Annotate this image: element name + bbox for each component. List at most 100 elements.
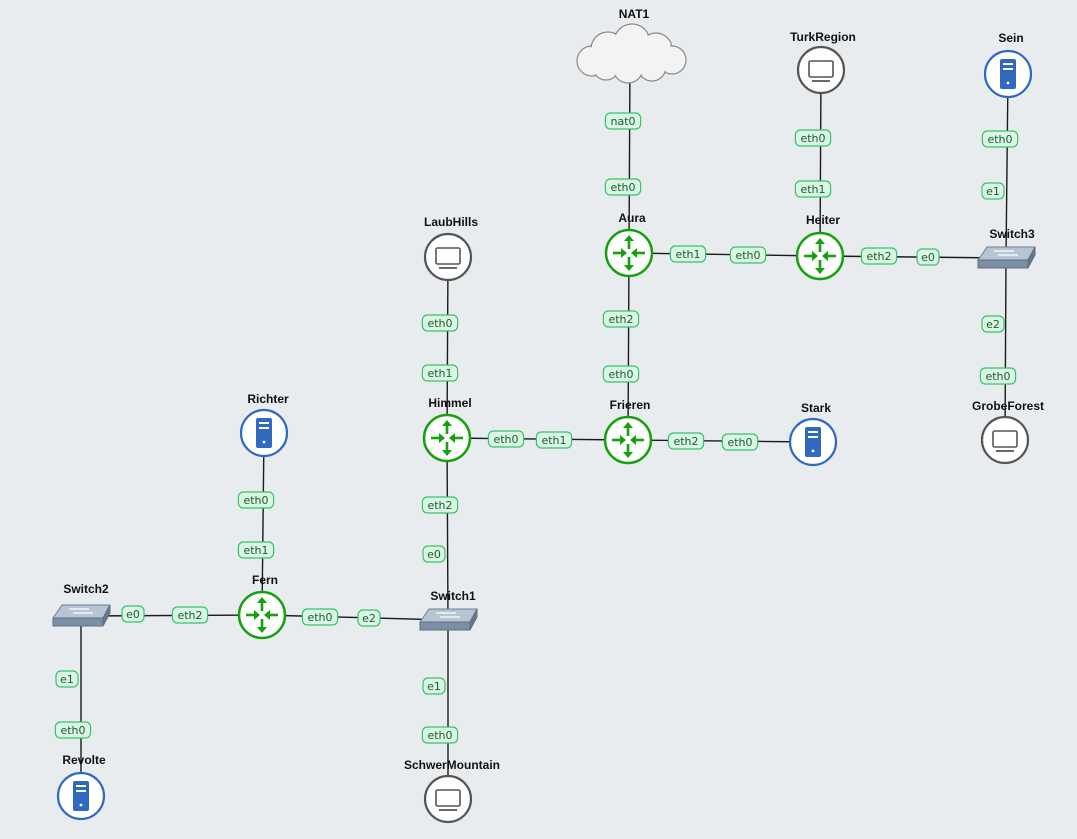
node-switch1[interactable]: Switch1	[419, 589, 478, 631]
link-switch3-grobeforest[interactable]	[1004, 257, 1007, 441]
monitor-icon	[980, 415, 1030, 465]
port-label: eth0	[307, 611, 332, 624]
ports-layer: nat0 eth0 eth0 eth1 eth0 e1 eth1 eth0 eth2 e0 eth2…	[54, 112, 1019, 744]
link-nat1-aura[interactable]	[628, 54, 631, 254]
link-richter-fern[interactable]	[261, 432, 265, 616]
port-switch2-e1[interactable]: e1	[55, 670, 79, 688]
port-badge-box	[669, 245, 707, 263]
link-aura-heiter[interactable]	[628, 252, 821, 257]
link-sein-switch3[interactable]	[1005, 73, 1009, 259]
node-sein[interactable]: Sein	[983, 31, 1033, 99]
link-heiter-switch3[interactable]	[819, 255, 1007, 259]
port-switch1-e2[interactable]: e2	[357, 609, 381, 627]
port-turkregion-eth0[interactable]: eth0	[794, 129, 832, 147]
port-richter-eth0[interactable]: eth0	[237, 491, 275, 509]
port-himmel-eth1[interactable]: eth1	[421, 364, 459, 382]
port-badge-box	[604, 112, 642, 130]
port-frieren-eth2[interactable]: eth2	[667, 432, 705, 450]
node-label: GrobeForest	[972, 399, 1044, 413]
port-badge-box	[860, 247, 898, 265]
node-schwermountain[interactable]: SchwerMountain	[404, 758, 500, 824]
node-revolte[interactable]: Revolte	[56, 753, 106, 821]
router-body	[237, 590, 287, 640]
monitor-icon	[423, 232, 473, 282]
port-switch1-e0[interactable]: e0	[422, 545, 446, 563]
port-label: eth0	[243, 494, 268, 507]
port-aura-eth2[interactable]: eth2	[602, 310, 640, 328]
port-badge-box	[121, 605, 145, 623]
port-frieren-eth0[interactable]: eth0	[602, 365, 640, 383]
port-nat1-nat0[interactable]: nat0	[604, 112, 642, 130]
link-himmel-switch1[interactable]	[446, 437, 449, 621]
link-aura-frieren[interactable]	[627, 252, 630, 441]
node-turkregion[interactable]: TurkRegion	[790, 30, 856, 95]
node-label: Heiter	[806, 213, 840, 227]
port-aura-eth1[interactable]: eth1	[669, 245, 707, 263]
router-icon	[795, 231, 845, 281]
node-label: Switch3	[989, 227, 1035, 241]
server-icon	[239, 408, 289, 458]
link-switch2-fern[interactable]	[80, 614, 263, 617]
port-laubhills-eth0[interactable]: eth0	[421, 314, 459, 332]
node-switch3[interactable]: Switch3	[977, 227, 1036, 269]
port-label: eth0	[608, 368, 633, 381]
router-icon	[237, 590, 287, 640]
port-badge-box	[979, 367, 1017, 385]
node-label: Switch2	[63, 582, 109, 596]
port-badge-box	[422, 545, 446, 563]
port-fern-eth1[interactable]: eth1	[237, 541, 275, 559]
port-badge-box	[916, 248, 940, 266]
node-laubhills[interactable]: LaubHills	[423, 215, 478, 282]
port-frieren-eth1[interactable]: eth1	[535, 431, 573, 449]
cloud-core	[588, 43, 676, 71]
node-fern[interactable]: Fern	[237, 573, 287, 640]
node-himmel[interactable]: Himmel	[422, 396, 472, 463]
node-richter[interactable]: Richter	[239, 392, 289, 458]
port-himmel-eth2[interactable]: eth2	[421, 496, 459, 514]
node-aura[interactable]: Aura	[604, 211, 654, 278]
node-label: LaubHills	[424, 215, 478, 229]
port-himmel-eth0[interactable]: eth0	[487, 430, 525, 448]
port-grobeforest-eth0[interactable]: eth0	[979, 367, 1017, 385]
port-revolte-eth0[interactable]: eth0	[54, 721, 92, 739]
port-label: eth1	[243, 544, 268, 557]
link-laubhills-himmel[interactable]	[446, 256, 449, 439]
port-badge-box	[535, 431, 573, 449]
port-switch3-e2[interactable]: e2	[981, 315, 1005, 333]
port-switch3-e1[interactable]: e1	[981, 182, 1005, 200]
link-fern-switch1[interactable]	[261, 614, 449, 621]
port-heiter-eth0[interactable]: eth0	[729, 246, 767, 264]
port-badge-box	[602, 310, 640, 328]
port-stark-eth0[interactable]: eth0	[721, 433, 759, 451]
port-switch2-e0[interactable]: e0	[121, 605, 145, 623]
port-label: eth0	[60, 724, 85, 737]
pc-body	[980, 415, 1030, 465]
node-frieren[interactable]: Frieren	[603, 398, 653, 465]
node-heiter[interactable]: Heiter	[795, 213, 845, 281]
port-badge-box	[794, 129, 832, 147]
node-label: Frieren	[610, 398, 651, 412]
port-sein-eth0[interactable]: eth0	[981, 130, 1019, 148]
port-badge-box	[981, 315, 1005, 333]
port-switch1-e1[interactable]: e1	[422, 677, 446, 695]
port-fern-eth0[interactable]: eth0	[301, 608, 339, 626]
port-schwermountain-eth0[interactable]: eth0	[421, 726, 459, 744]
node-stark[interactable]: Stark	[788, 401, 838, 467]
port-label: eth0	[735, 249, 760, 262]
link-turkregion-heiter[interactable]	[819, 69, 822, 257]
node-nat1[interactable]: NAT1	[576, 7, 687, 84]
port-label: e1	[986, 185, 1000, 198]
node-switch2[interactable]: Switch2	[52, 582, 111, 627]
port-heiter-eth2[interactable]: eth2	[860, 247, 898, 265]
link-frieren-stark[interactable]	[627, 439, 814, 443]
port-switch3-e0[interactable]: e0	[916, 248, 940, 266]
port-fern-eth2[interactable]: eth2	[171, 606, 209, 624]
node-grobeforest[interactable]: GrobeForest	[972, 399, 1044, 465]
router-body	[795, 231, 845, 281]
port-aura-eth0[interactable]: eth0	[604, 178, 642, 196]
switch-top	[977, 246, 1036, 261]
switch-icon	[977, 246, 1036, 269]
port-heiter-eth1[interactable]: eth1	[794, 180, 832, 198]
